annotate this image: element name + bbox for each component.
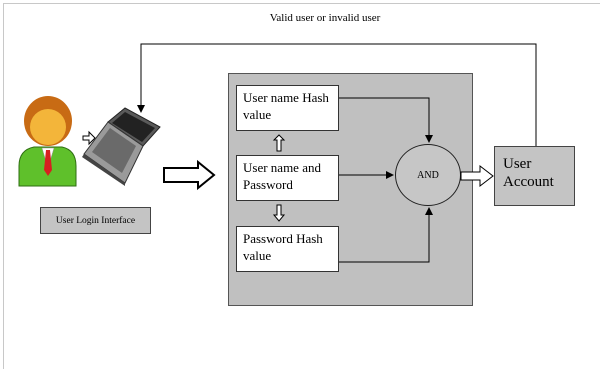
hollow-output-arrow [460, 164, 494, 188]
hollow-up-arrow [272, 134, 286, 152]
username-password-box: User name and Password [236, 155, 339, 201]
user-account-box: User Account [494, 146, 575, 206]
hollow-down-arrow [272, 204, 286, 222]
diagram-frame [3, 3, 600, 369]
hollow-small-arrow [82, 130, 96, 146]
user-person-icon [18, 96, 77, 187]
hollow-input-arrow [163, 159, 216, 191]
feedback-arrow [137, 43, 537, 146]
laptop-icon [82, 107, 161, 186]
password-hash-to-and-arrow [339, 207, 433, 263]
hash-to-and-arrow [339, 97, 433, 143]
login-interface-box: User Login Interface [40, 207, 151, 234]
feedback-label: Valid user or invalid user [269, 12, 381, 24]
username-hash-box: User name Hash value [236, 85, 339, 131]
and-gate-node: AND [395, 144, 461, 206]
password-hash-box: Password Hash value [236, 226, 339, 272]
